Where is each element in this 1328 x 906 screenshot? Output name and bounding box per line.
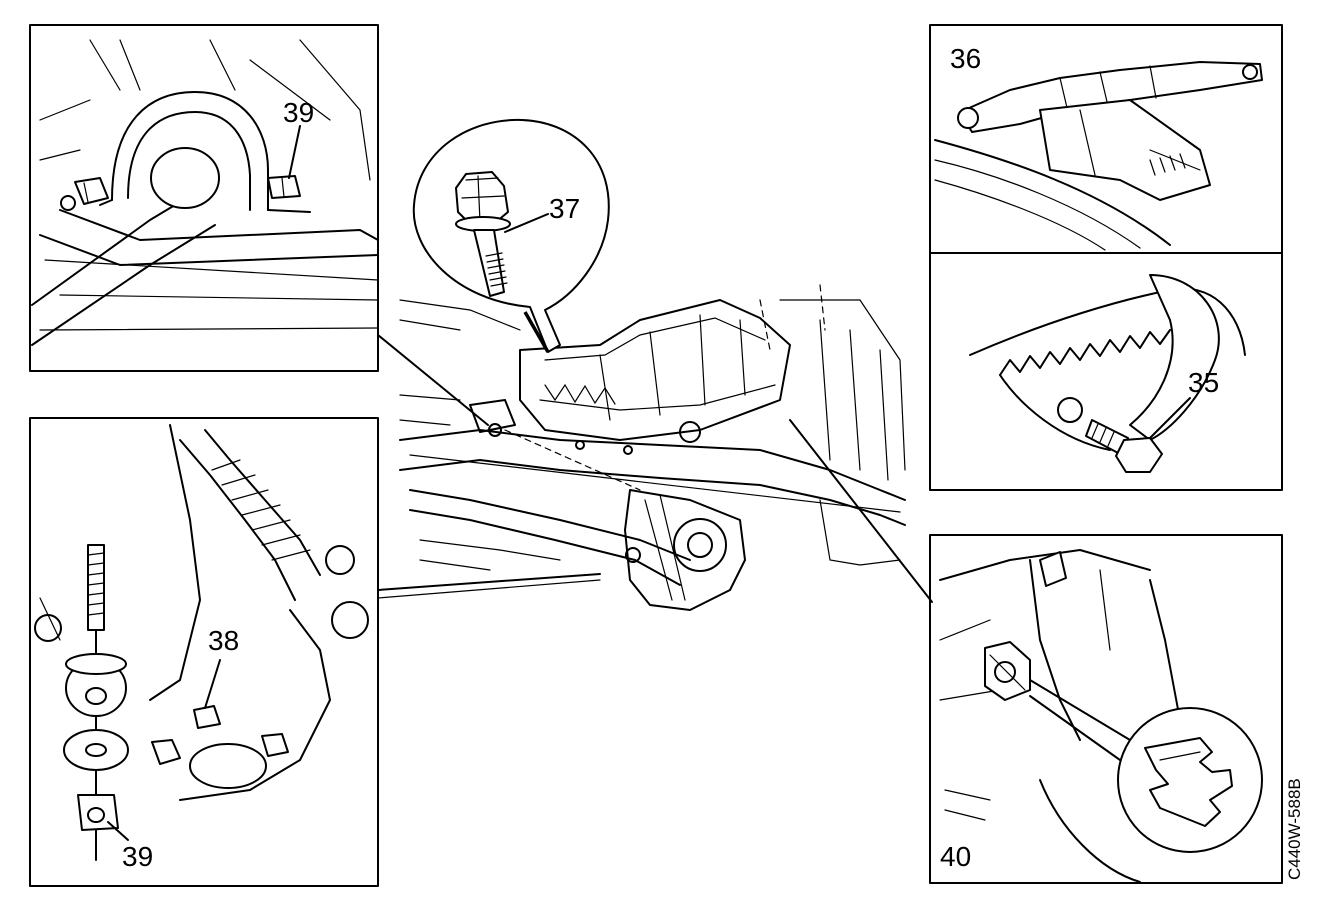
center-subframe-illustration [399,284,906,611]
panel-top-left: 39 [29,24,379,372]
label-39-bottom: 39 [122,841,153,872]
leader-bottom-right [789,419,933,603]
label-37: 37 [549,193,580,224]
label-40: 40 [940,841,971,872]
figure-code: C440W-588B [1285,778,1304,880]
leader-bottom-left [377,573,601,591]
panel-mid-right: 35 [929,252,1283,491]
label-36: 36 [950,43,981,74]
bolt-37-callout: 37 [412,118,610,353]
label-38: 38 [208,625,239,656]
label-39-top: 39 [283,97,314,128]
panel-top-right: 36 [929,24,1283,254]
label-35: 35 [1188,367,1219,398]
panel-bottom-right: 40 [929,534,1283,884]
panel-bottom-left: 39 38 [29,417,379,887]
leader-top-left [377,334,489,426]
